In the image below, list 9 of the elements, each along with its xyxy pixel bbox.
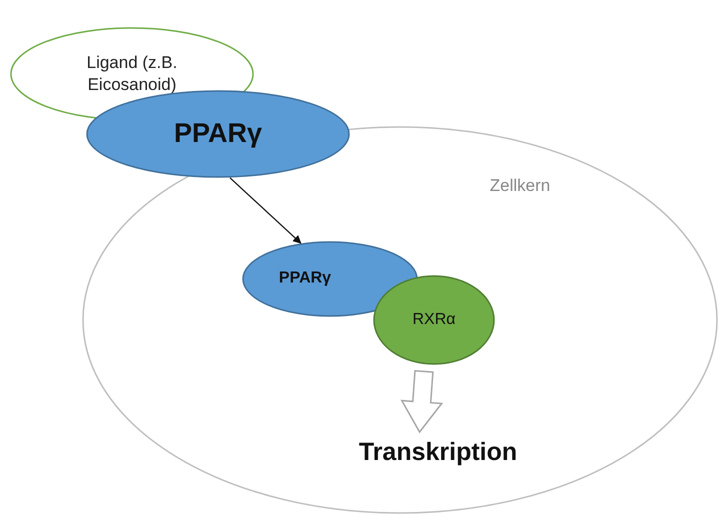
receptor-label: PPARγ bbox=[174, 117, 262, 150]
nucleus-label: Zellkern bbox=[490, 174, 550, 197]
block-arrow bbox=[400, 370, 444, 434]
arrow bbox=[230, 177, 302, 244]
partner-receptor-label: RXRα bbox=[412, 310, 456, 330]
partner-receptor-ellipse bbox=[373, 275, 495, 365]
output-label: Transkription bbox=[346, 436, 530, 468]
ligand-label: Ligand (z.B. Eicosanoid) bbox=[86, 52, 178, 96]
receptor-label: PPARγ bbox=[278, 268, 332, 289]
